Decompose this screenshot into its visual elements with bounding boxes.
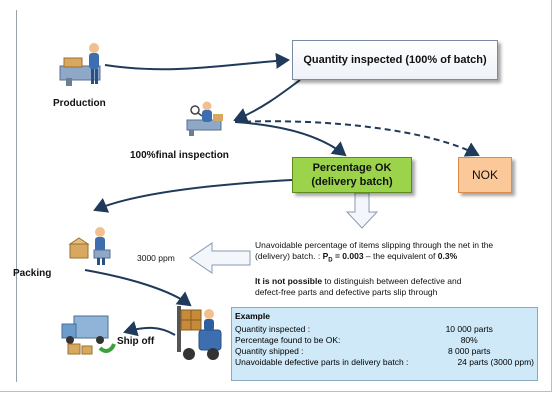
forklift-icon [177,306,222,360]
packing-label: Packing [13,268,52,279]
slip-note-line2: (delivery) batch. : PD = 0.003 – the equ… [255,251,458,264]
nok-box: NOK [458,157,512,193]
percentage-ok-box: Percentage OK (delivery batch) [292,157,412,193]
slip-note-line4: defect-free parts and defective parts sl… [255,286,438,297]
arrow-ok-to-packing [93,179,293,213]
example-row: Percentage found to be OK: 80% [235,335,478,345]
slip-note-line3: It is not possible to distinguish betwee… [255,275,462,286]
percentage-ok-line2: (delivery batch) [311,176,393,188]
percentage-ok-line1: Percentage OK [312,162,392,174]
left-guide-line [16,10,17,382]
example-row: Unavoidable defective parts in delivery … [235,357,534,367]
ppm-label: 3000 ppm [137,253,175,263]
quantity-inspected-box: Quantity inspected (100% of batch) [292,40,498,80]
production-label: Production [53,98,106,109]
ship-off-label: Ship off [117,336,155,347]
worker-at-machine-icon [59,43,101,86]
arrow-packing-to-forklift [84,269,192,307]
example-row: Quantity inspected : 10 000 parts [235,324,493,334]
example-box: Example Quantity inspected : 10 000 part… [231,307,538,381]
arrow-forklift-to-truck [123,320,176,337]
arrow-inspection-to-nok [234,120,480,157]
slip-note: Unavoidable percentage of items slipping… [255,240,540,298]
arrow-inspection-to-ok [234,121,347,157]
packing-worker-icon [68,227,111,265]
example-title: Example [235,311,270,321]
delivery-truck-icon [61,315,116,355]
final-inspection-label: 100%final inspection [130,150,229,161]
inspector-with-magnifier-icon [186,101,223,136]
slip-note-line1: Unavoidable percentage of items slipping… [255,240,494,250]
arrow-quantity-to-inspection [233,79,301,123]
hollow-arrow-left [189,242,251,274]
hollow-arrow-down [345,192,379,229]
example-row: Quantity shipped : 8 000 parts [235,346,491,356]
arrow-production-to-quantity [104,52,290,71]
